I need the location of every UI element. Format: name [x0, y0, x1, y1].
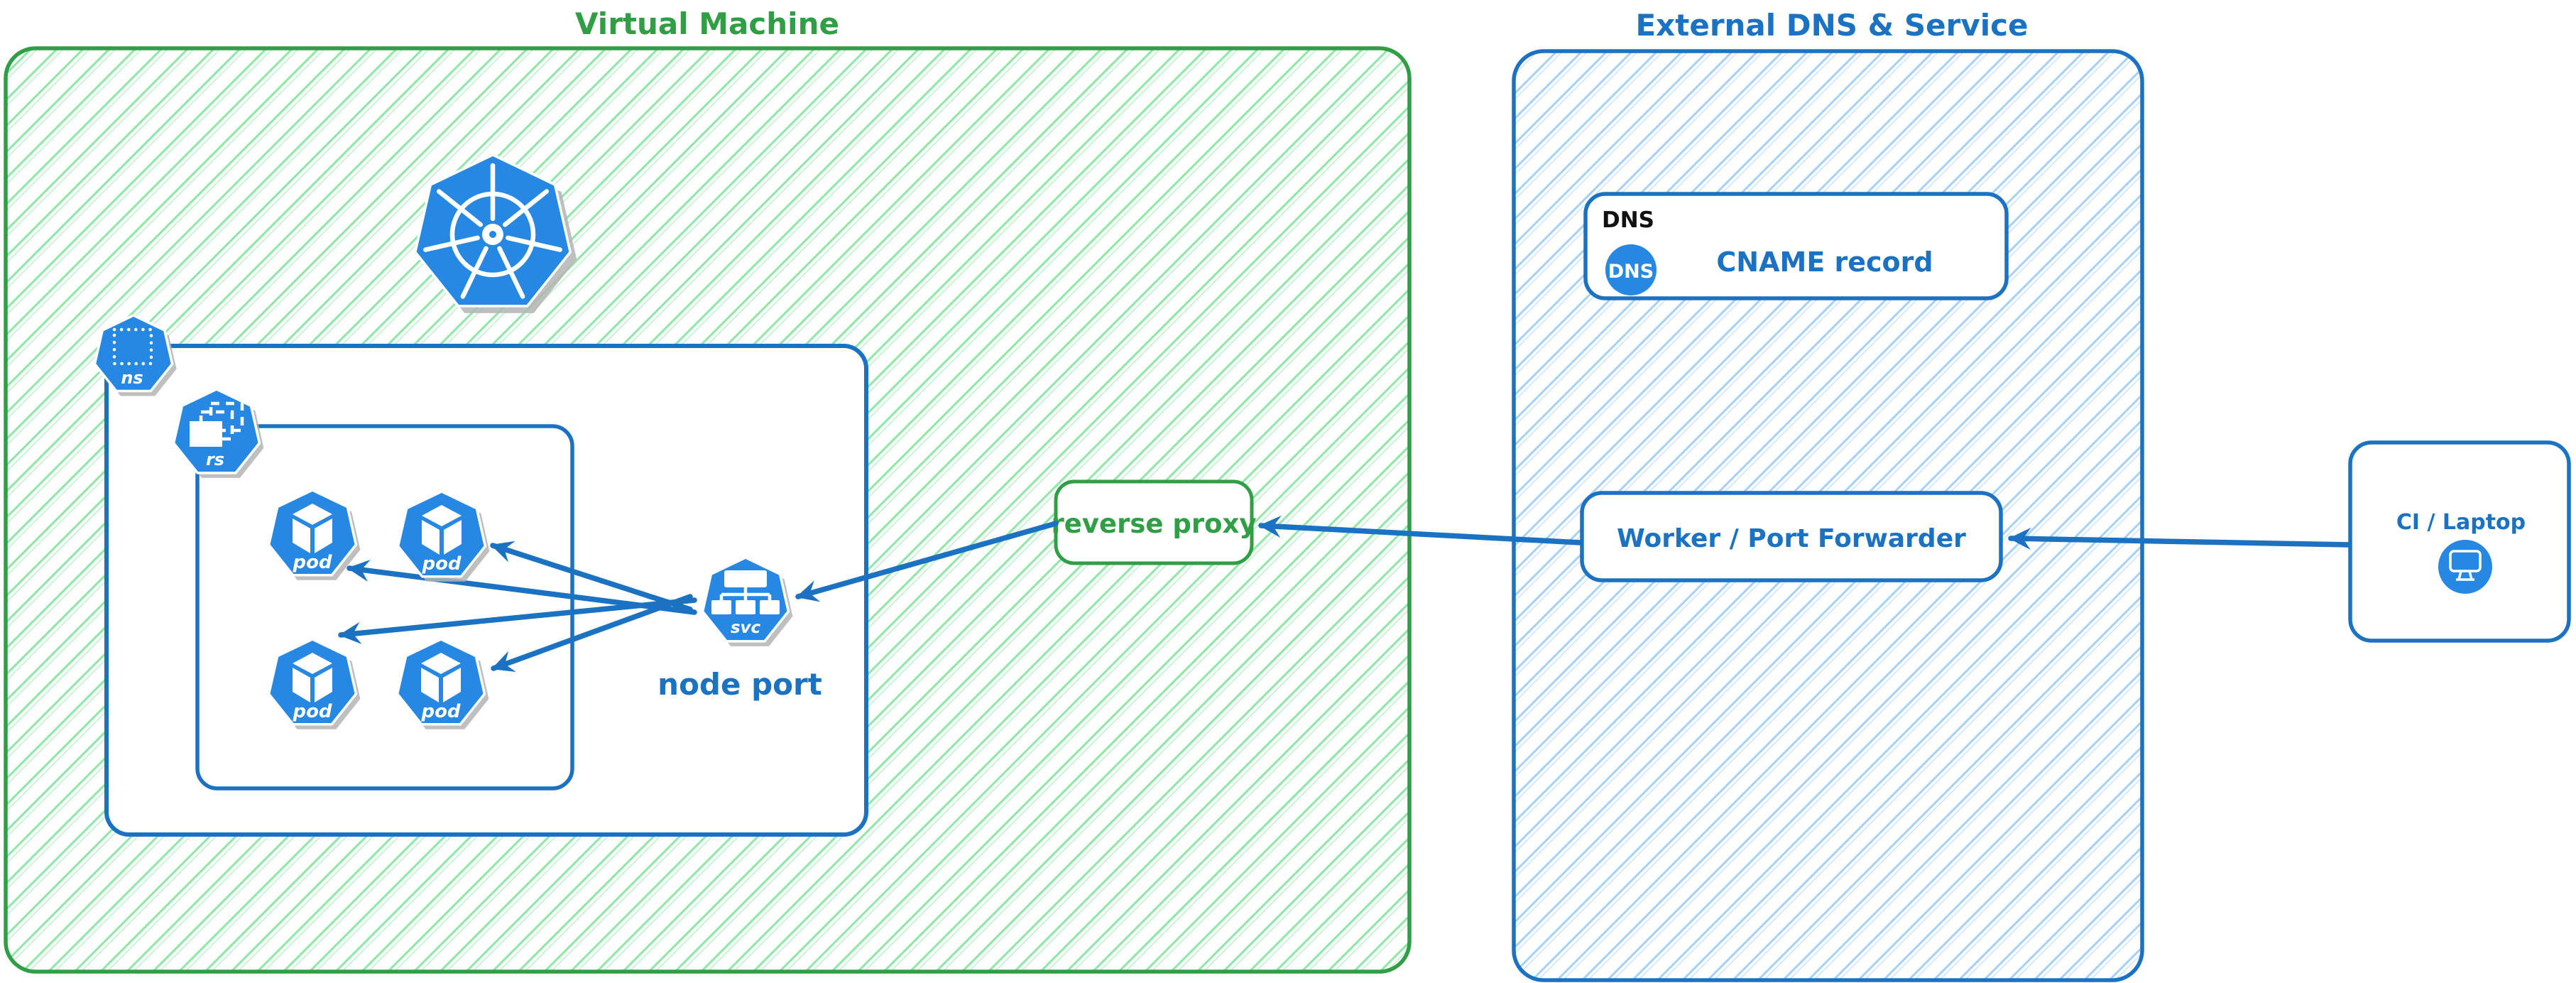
edge-service-to-pod-2	[490, 541, 693, 612]
external-title: External DNS & Service	[1635, 8, 2028, 43]
worker-box	[1580, 491, 2003, 582]
replicaset-box	[195, 424, 574, 791]
edge-reverse-proxy-to-service	[795, 521, 1059, 602]
service-icon-label: svc	[731, 619, 761, 637]
reverse-proxy-label: reverse proxy	[1052, 509, 1257, 539]
replicaset-icon-label: rs	[206, 450, 224, 469]
dns-tag: DNS	[1602, 207, 1654, 233]
monitor-icon	[2438, 540, 2492, 594]
node-port-label: node port	[657, 667, 822, 702]
edge-service-to-pod-4	[491, 594, 693, 673]
namespace-icon: ns	[93, 314, 177, 396]
cname-record-label: CNAME record	[1716, 246, 1933, 278]
edge-service-to-pod-3	[338, 597, 697, 644]
wheel-spokes	[423, 163, 562, 299]
edge-worker-to-reverse-proxy	[1258, 515, 1583, 545]
service-icon: svc	[701, 556, 793, 646]
edges	[338, 515, 2352, 673]
namespace-icon-label: ns	[121, 368, 143, 388]
replicaset-icon: rs	[172, 388, 264, 478]
ci-laptop-label: CI / Laptop	[2396, 510, 2526, 535]
edge-ci-to-worker	[2008, 527, 2352, 550]
vm-title: Virtual Machine	[575, 6, 839, 41]
hierarchy-tree-icon	[711, 570, 780, 614]
dns-badge-label: DNS	[1608, 261, 1654, 283]
dns-badge-icon: DNS	[1605, 244, 1657, 295]
kubernetes-icon	[413, 153, 577, 313]
dns-box	[1583, 192, 2009, 300]
worker-label: Worker / Port Forwarder	[1617, 524, 1966, 553]
